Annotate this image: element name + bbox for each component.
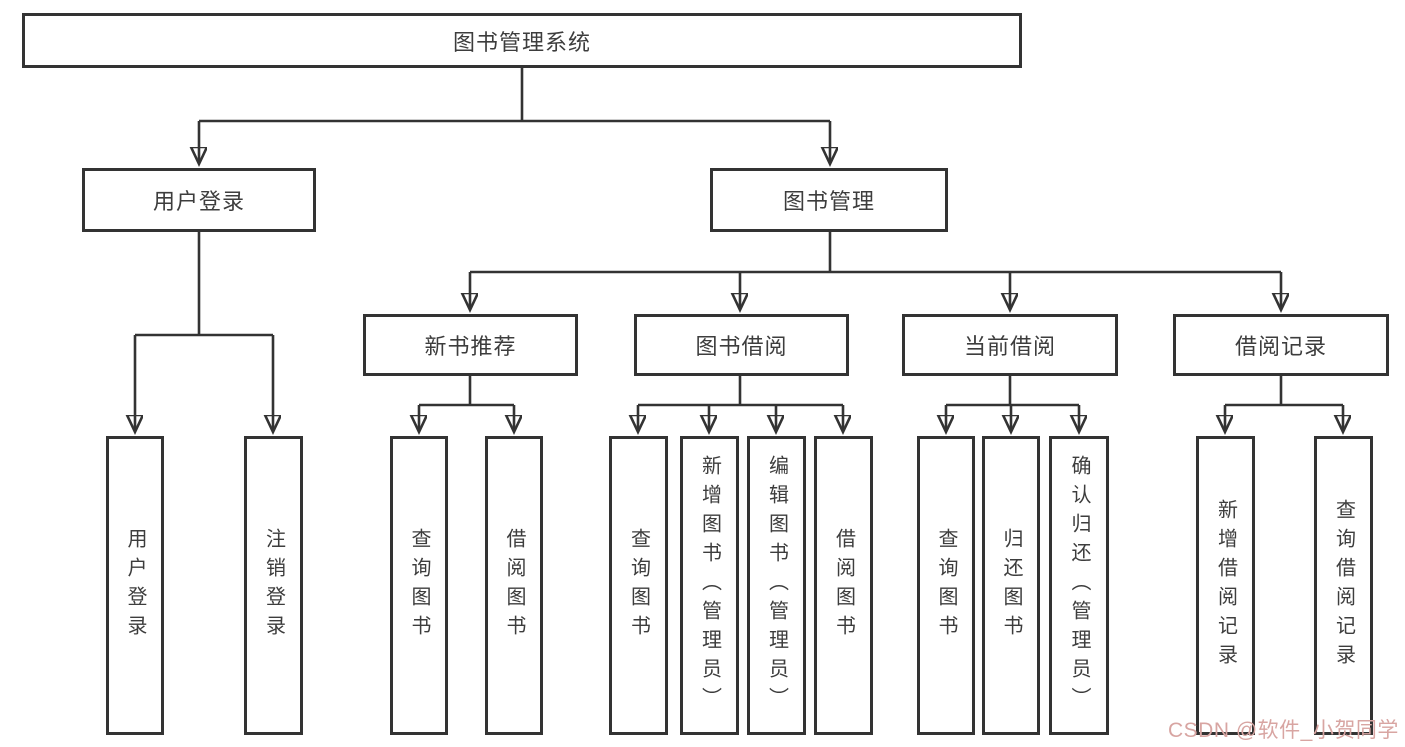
node-root: 图书管理系统: [22, 13, 1022, 68]
leaf-br-add-record: 新增借阅记录: [1196, 436, 1255, 735]
node-book-borrowing: 图书借阅: [634, 314, 849, 376]
leaf-nbr-query-books-label: 查询图书: [408, 527, 430, 644]
leaf-bb-edit-books-admin: 编辑图书（管理员）: [747, 436, 806, 735]
leaf-br-query-record-label: 查询借阅记录: [1332, 498, 1355, 673]
leaf-cb-return-books-label: 归还图书: [1000, 527, 1022, 644]
node-current-borrowing-label: 当前借阅: [963, 334, 1056, 359]
node-book-management: 图书管理: [710, 168, 948, 232]
csdn-watermark: CSDN @软件_小贺同学: [1168, 719, 1399, 742]
node-borrowing-records-label: 借阅记录: [1234, 334, 1327, 359]
node-book-borrowing-label: 图书借阅: [695, 334, 788, 359]
leaf-nbr-query-books: 查询图书: [390, 436, 448, 735]
leaf-cb-return-books: 归还图书: [982, 436, 1040, 735]
leaf-br-add-record-label: 新增借阅记录: [1214, 498, 1237, 673]
leaf-logout-label: 注销登录: [262, 527, 285, 644]
leaf-cb-confirm-return-admin-label: 确认归还（管理员）: [1068, 455, 1090, 716]
leaf-logout: 注销登录: [244, 436, 303, 735]
leaf-cb-confirm-return-admin: 确认归还（管理员）: [1049, 436, 1109, 735]
leaf-nbr-borrow-books-label: 借阅图书: [503, 527, 525, 644]
leaf-cb-query-books: 查询图书: [917, 436, 975, 735]
leaf-bb-edit-books-admin-label: 编辑图书（管理员）: [765, 455, 788, 716]
node-current-borrowing: 当前借阅: [902, 314, 1118, 376]
node-user-login: 用户登录: [82, 168, 316, 232]
node-new-book-recommend-label: 新书推荐: [424, 334, 517, 359]
leaf-bb-borrow-books-label: 借阅图书: [832, 527, 855, 644]
node-new-book-recommend: 新书推荐: [363, 314, 578, 376]
leaf-user-login-label: 用户登录: [124, 527, 146, 644]
node-user-login-label: 用户登录: [152, 189, 245, 214]
leaf-br-query-record: 查询借阅记录: [1314, 436, 1373, 735]
leaf-bb-add-books-admin-label: 新增图书（管理员）: [698, 455, 721, 716]
leaf-nbr-borrow-books: 借阅图书: [485, 436, 543, 735]
leaf-bb-query-books-label: 查询图书: [627, 527, 650, 644]
node-borrowing-records: 借阅记录: [1173, 314, 1389, 376]
leaf-bb-borrow-books: 借阅图书: [814, 436, 873, 735]
leaf-cb-query-books-label: 查询图书: [935, 527, 957, 644]
node-book-management-label: 图书管理: [782, 189, 875, 214]
leaf-bb-query-books: 查询图书: [609, 436, 668, 735]
leaf-bb-add-books-admin: 新增图书（管理员）: [680, 436, 739, 735]
leaf-user-login: 用户登录: [106, 436, 164, 735]
node-root-label: 图书管理系统: [452, 29, 591, 55]
